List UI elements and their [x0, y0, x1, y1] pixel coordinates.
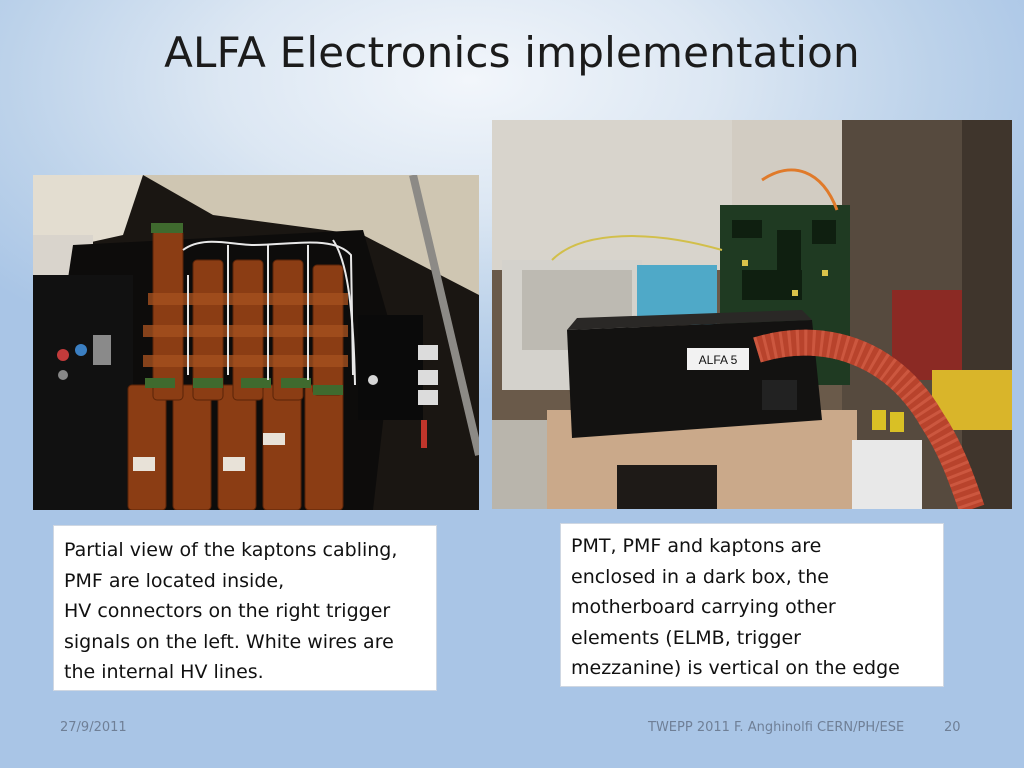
page-number: 20 [944, 720, 961, 735]
box-label: ALFA 5 [699, 353, 738, 367]
footer-date: 27/9/2011 [60, 720, 127, 735]
left-caption-line: PMF are located inside, [64, 569, 285, 592]
right-caption-line: enclosed in a dark box, the [571, 565, 829, 588]
left-caption-line: Partial view of the kaptons cabling, [64, 539, 398, 561]
left-caption: Partial view of the kaptons cabling, PMF… [53, 525, 437, 691]
left-caption-line: signals on the left. White wires are [64, 630, 394, 653]
kapton-cabling-illustration [33, 175, 479, 510]
right-caption-line: motherboard carrying other [571, 596, 836, 618]
footer-author: TWEPP 2011 F. Anghinolfi CERN/PH/ESE [648, 720, 905, 735]
right-caption-line: PMT, PMF and kaptons are [571, 535, 822, 557]
right-caption-line: elements (ELMB, trigger [571, 626, 801, 649]
left-caption-line: the internal HV lines. [64, 661, 264, 683]
right-caption-line: mezzanine) is vertical on the edge [571, 657, 900, 679]
dark-box-photo: ALFA 5 [492, 120, 1012, 509]
right-caption: PMT, PMF and kaptons are enclosed in a d… [560, 523, 944, 687]
dark-box-illustration: ALFA 5 [492, 120, 1012, 509]
kapton-cabling-photo [33, 175, 479, 510]
left-caption-line: HV connectors on the right trigger [64, 600, 391, 622]
slide-title: ALFA Electronics implementation [164, 28, 860, 77]
